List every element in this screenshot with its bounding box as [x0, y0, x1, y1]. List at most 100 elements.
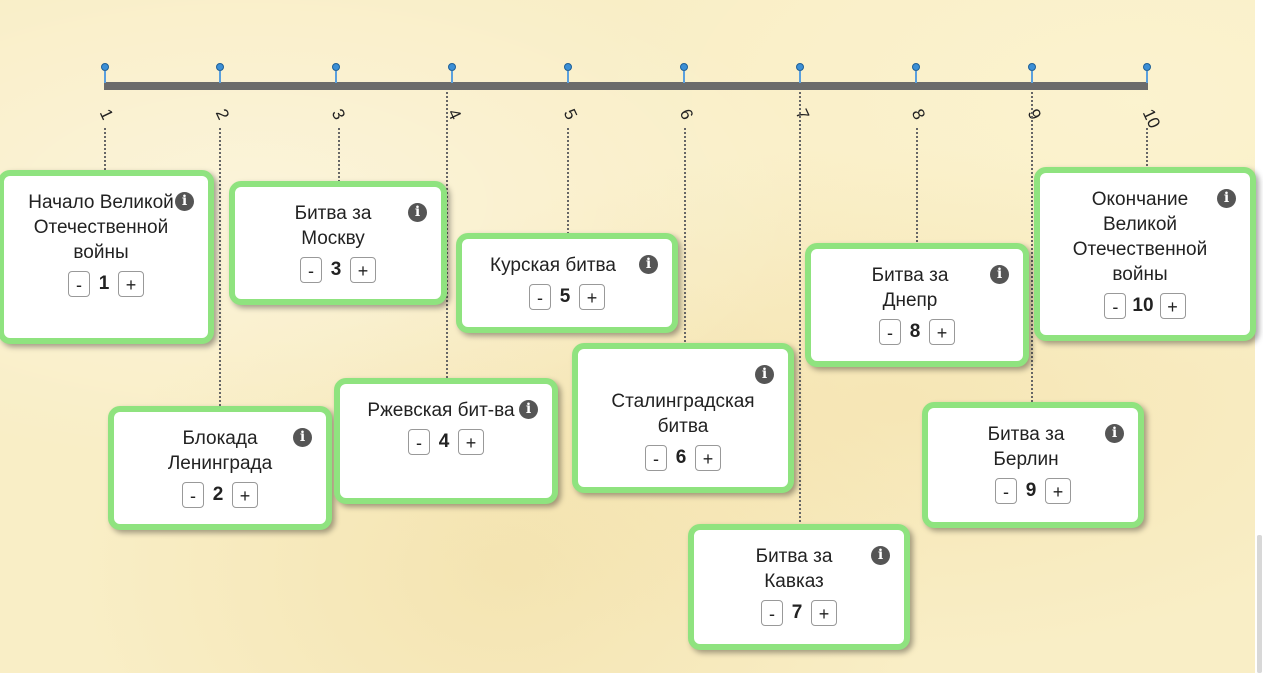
connector-1	[104, 128, 106, 174]
event-card-2: i Блокада Ленинграда - 2 +	[108, 406, 332, 530]
tick-label: 7	[791, 106, 814, 123]
decrement-button[interactable]: -	[182, 482, 204, 508]
tick-label: 1	[95, 106, 118, 123]
increment-button[interactable]: +	[1159, 293, 1186, 319]
order-stepper: - 2 +	[114, 482, 326, 508]
scrollbar[interactable]	[1255, 0, 1263, 673]
order-value: 8	[909, 321, 921, 342]
event-card-4: i Ржевская бит-ва - 4 +	[334, 378, 558, 504]
connector-2	[219, 128, 221, 411]
info-icon[interactable]: i	[755, 365, 774, 384]
order-value: 2	[212, 484, 224, 505]
info-icon[interactable]: i	[639, 255, 658, 274]
order-stepper: - 8 +	[811, 319, 1023, 345]
info-icon[interactable]: i	[408, 203, 427, 222]
increment-button[interactable]: +	[350, 257, 376, 283]
connector-5	[567, 128, 569, 238]
event-title: Окончание Великой Отечественной войны	[1072, 189, 1208, 285]
event-title: Битва за Берлин	[987, 424, 1065, 470]
tick-label: 6	[675, 106, 698, 123]
tick-pin-2	[216, 63, 224, 87]
decrement-button[interactable]: -	[995, 478, 1017, 504]
event-card-6: i Сталинградская битва - 6 +	[572, 343, 794, 493]
decrement-button[interactable]: -	[408, 429, 430, 455]
event-card-1: i Начало Великой Отечественной войны - 1…	[0, 170, 214, 344]
decrement-button[interactable]: -	[761, 600, 783, 626]
increment-button[interactable]: +	[1045, 478, 1071, 504]
event-title: Битва за Москву	[294, 203, 372, 249]
increment-button[interactable]: +	[695, 445, 721, 471]
tick-pin-10	[1143, 63, 1151, 87]
decrement-button[interactable]: -	[645, 445, 667, 471]
scrollbar-thumb[interactable]	[1257, 535, 1262, 673]
increment-button[interactable]: +	[458, 429, 484, 455]
order-value: 1	[98, 273, 110, 294]
order-value: 10	[1132, 295, 1154, 316]
order-stepper: - 4 +	[340, 429, 552, 455]
decrement-button[interactable]: -	[1104, 293, 1127, 319]
connector-4	[446, 92, 448, 383]
order-value: 4	[438, 431, 450, 452]
tick-pin-4	[448, 63, 456, 87]
event-card-7: i Битва за Кавказ - 7 +	[688, 524, 910, 650]
order-stepper: - 7 +	[694, 600, 904, 626]
increment-button[interactable]: +	[929, 319, 955, 345]
order-stepper: - 3 +	[235, 257, 441, 283]
event-title: Ржевская бит-ва	[367, 400, 515, 421]
event-title: Курская битва	[490, 255, 616, 276]
info-icon[interactable]: i	[175, 192, 194, 211]
event-title: Начало Великой Отечественной войны	[28, 192, 174, 263]
info-icon[interactable]: i	[1217, 189, 1236, 208]
info-icon[interactable]: i	[1105, 424, 1124, 443]
connector-8	[916, 128, 918, 248]
connector-7	[799, 92, 801, 530]
decrement-button[interactable]: -	[879, 319, 901, 345]
order-value: 7	[791, 602, 803, 623]
timeline-axis	[104, 82, 1148, 90]
increment-button[interactable]: +	[232, 482, 258, 508]
increment-button[interactable]: +	[811, 600, 837, 626]
event-title: Сталинградская битва	[611, 391, 755, 437]
connector-3	[338, 128, 340, 186]
order-stepper: - 10 +	[1040, 293, 1250, 319]
order-stepper: - 5 +	[462, 284, 672, 310]
event-card-3: i Битва за Москву - 3 +	[229, 181, 447, 305]
tick-pin-6	[680, 63, 688, 87]
event-card-8: i Битва за Днепр - 8 +	[805, 243, 1029, 367]
info-icon[interactable]: i	[990, 265, 1009, 284]
tick-label: 9	[1023, 106, 1046, 123]
info-icon[interactable]: i	[293, 428, 312, 447]
order-value: 6	[675, 447, 687, 468]
event-title: Битва за Днепр	[871, 265, 949, 311]
tick-label: 8	[907, 106, 930, 123]
decrement-button[interactable]: -	[529, 284, 551, 310]
tick-pin-5	[564, 63, 572, 87]
order-value: 3	[330, 259, 342, 280]
tick-label: 5	[559, 106, 582, 123]
event-title: Блокада Ленинграда	[167, 428, 273, 474]
tick-label: 2	[211, 106, 234, 123]
tick-pin-1	[101, 63, 109, 87]
tick-pin-9	[1028, 63, 1036, 87]
tick-label: 3	[327, 106, 350, 123]
info-icon[interactable]: i	[871, 546, 890, 565]
tick-pin-3	[332, 63, 340, 87]
order-stepper: - 1 +	[4, 271, 208, 297]
increment-button[interactable]: +	[118, 271, 144, 297]
event-card-10: i Окончание Великой Отечественной войны …	[1034, 167, 1256, 341]
connector-6	[684, 128, 686, 349]
order-value: 5	[559, 286, 571, 307]
order-stepper: - 9 +	[928, 478, 1138, 504]
increment-button[interactable]: +	[579, 284, 605, 310]
tick-pin-8	[912, 63, 920, 87]
tick-pin-7	[796, 63, 804, 87]
event-card-9: i Битва за Берлин - 9 +	[922, 402, 1144, 528]
tick-label: 10	[1138, 106, 1164, 132]
decrement-button[interactable]: -	[300, 257, 322, 283]
connector-9	[1031, 92, 1033, 407]
info-icon[interactable]: i	[519, 400, 538, 419]
decrement-button[interactable]: -	[68, 271, 90, 297]
order-stepper: - 6 +	[578, 445, 788, 471]
event-card-5: i Курская битва - 5 +	[456, 233, 678, 333]
order-value: 9	[1025, 480, 1037, 501]
